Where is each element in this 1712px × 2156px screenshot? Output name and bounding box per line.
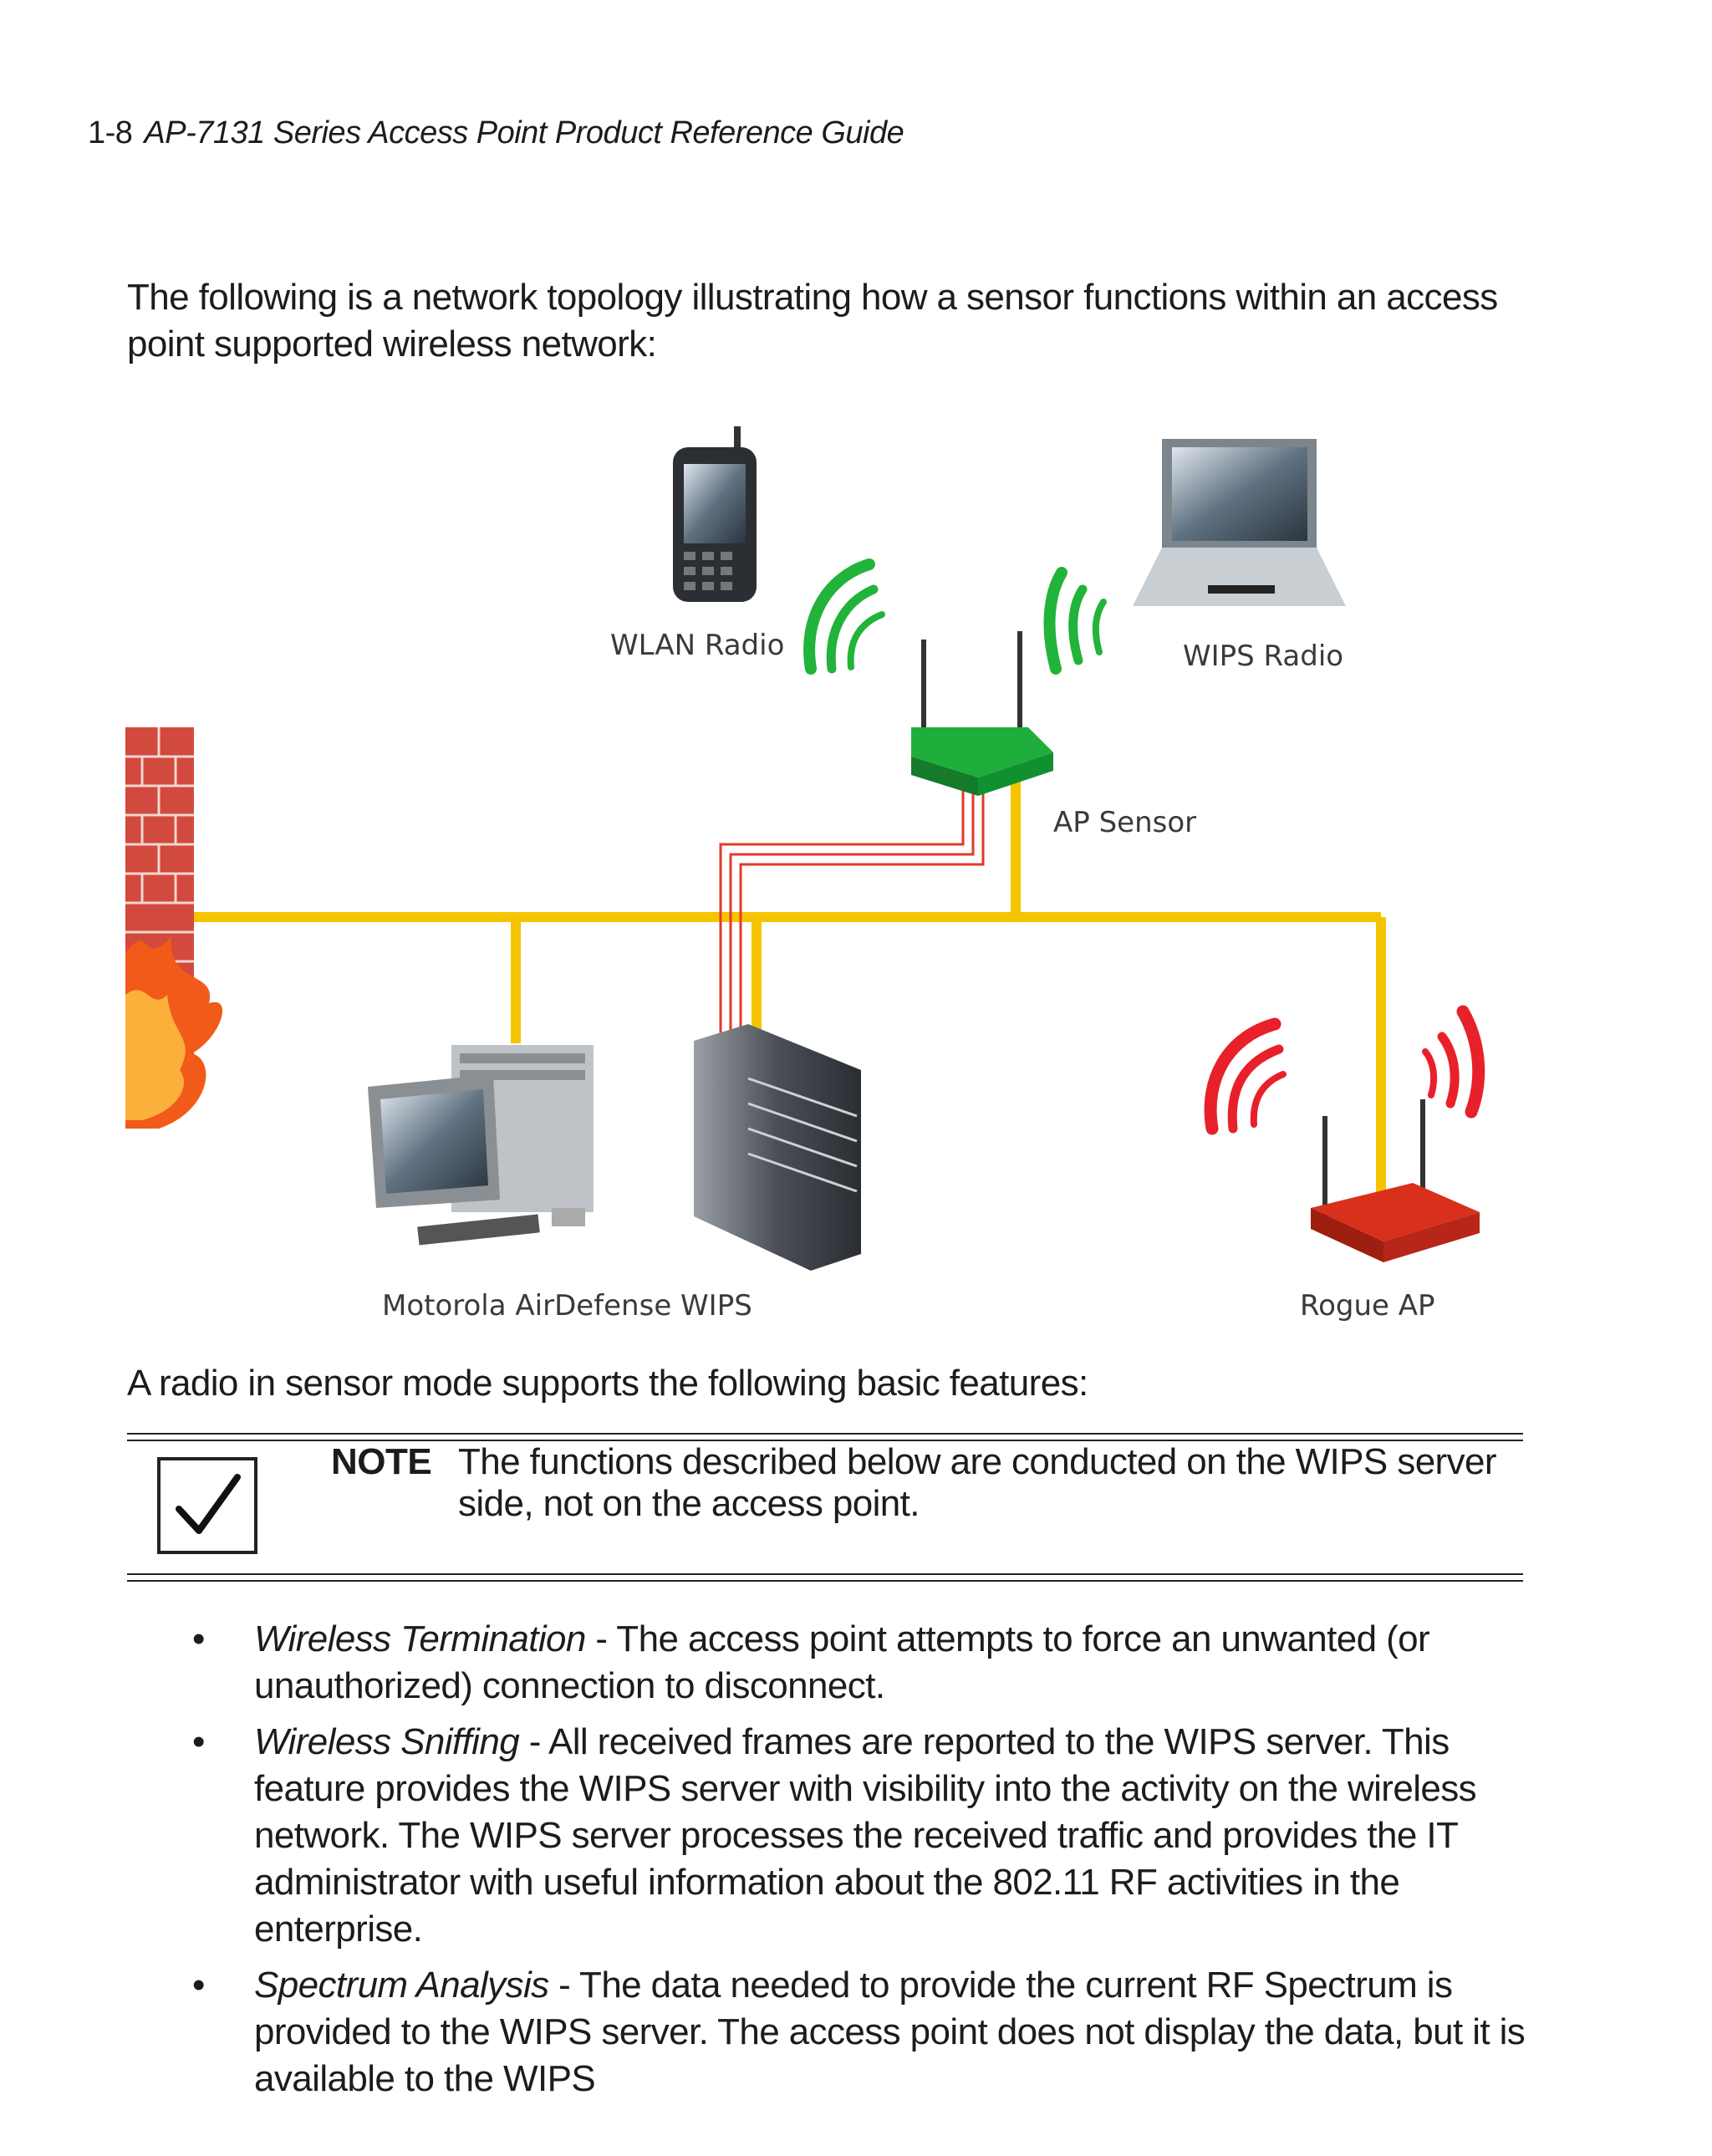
desktop-computer-icon bbox=[368, 1045, 594, 1246]
label-wips-radio: WIPS Radio bbox=[1183, 640, 1343, 673]
bullet-icon: • bbox=[192, 1721, 205, 1762]
rogue-ap-device-icon bbox=[1311, 1099, 1480, 1262]
mobile-device-icon bbox=[673, 426, 757, 602]
document-title: AP-7131 Series Access Point Product Refe… bbox=[144, 115, 904, 150]
network-topology-diagram: WLAN Radio WIPS Radio AP Sensor bbox=[125, 426, 1485, 1323]
checkmark-icon bbox=[157, 1457, 257, 1554]
page-number: 1-8 bbox=[88, 115, 133, 150]
list-item: • Wireless Sniffing - All received frames… bbox=[192, 1719, 1546, 1953]
label-ap-sensor: AP Sensor bbox=[1053, 806, 1196, 839]
label-rogue-ap: Rogue AP bbox=[1300, 1289, 1435, 1323]
feature-list: • Wireless Termination - The access point… bbox=[192, 1616, 1546, 2112]
list-item: • Wireless Termination - The access point… bbox=[192, 1616, 1546, 1710]
note-bottom-rule bbox=[127, 1573, 1523, 1575]
bullet-icon: • bbox=[192, 1965, 205, 2006]
feature-description: - All received frames are reported to th… bbox=[254, 1721, 1477, 1950]
feature-term: Wireless Sniffing bbox=[254, 1721, 520, 1762]
feature-description: - The data needed to provide the current… bbox=[254, 1965, 1526, 2099]
firewall-icon bbox=[125, 727, 223, 1129]
signal-waves-icon bbox=[1043, 567, 1107, 675]
laptop-icon bbox=[1133, 439, 1346, 606]
sensor-links bbox=[719, 754, 985, 1041]
note-top-rule bbox=[127, 1440, 1523, 1441]
server-icon bbox=[694, 1024, 861, 1271]
feature-term: Spectrum Analysis bbox=[254, 1965, 549, 2006]
signal-waves-icon bbox=[1204, 1017, 1287, 1135]
signal-waves-icon bbox=[803, 558, 885, 675]
note-top-rule bbox=[127, 1433, 1523, 1435]
label-wlan-radio: WLAN Radio bbox=[610, 629, 784, 662]
features-lead-paragraph: A radio in sensor mode supports the foll… bbox=[127, 1363, 1088, 1404]
feature-term: Wireless Termination bbox=[254, 1618, 586, 1659]
ap-sensor-device-icon bbox=[911, 631, 1053, 796]
note-bottom-rule bbox=[127, 1580, 1523, 1582]
note-label: NOTE bbox=[331, 1441, 432, 1482]
feature-description: - The access point attempts to force an … bbox=[254, 1618, 1430, 1706]
list-item: • Spectrum Analysis - The data needed to … bbox=[192, 1962, 1546, 2102]
intro-paragraph: The following is a network topology illu… bbox=[127, 277, 1498, 364]
page-header: 1-8 AP-7131 Series Access Point Product R… bbox=[88, 115, 904, 151]
signal-waves-icon bbox=[1422, 1005, 1485, 1119]
bullet-icon: • bbox=[192, 1618, 205, 1659]
label-wips-server: Motorola AirDefense WIPS bbox=[382, 1289, 752, 1323]
note-text: The functions described below are conduc… bbox=[458, 1441, 1497, 1524]
